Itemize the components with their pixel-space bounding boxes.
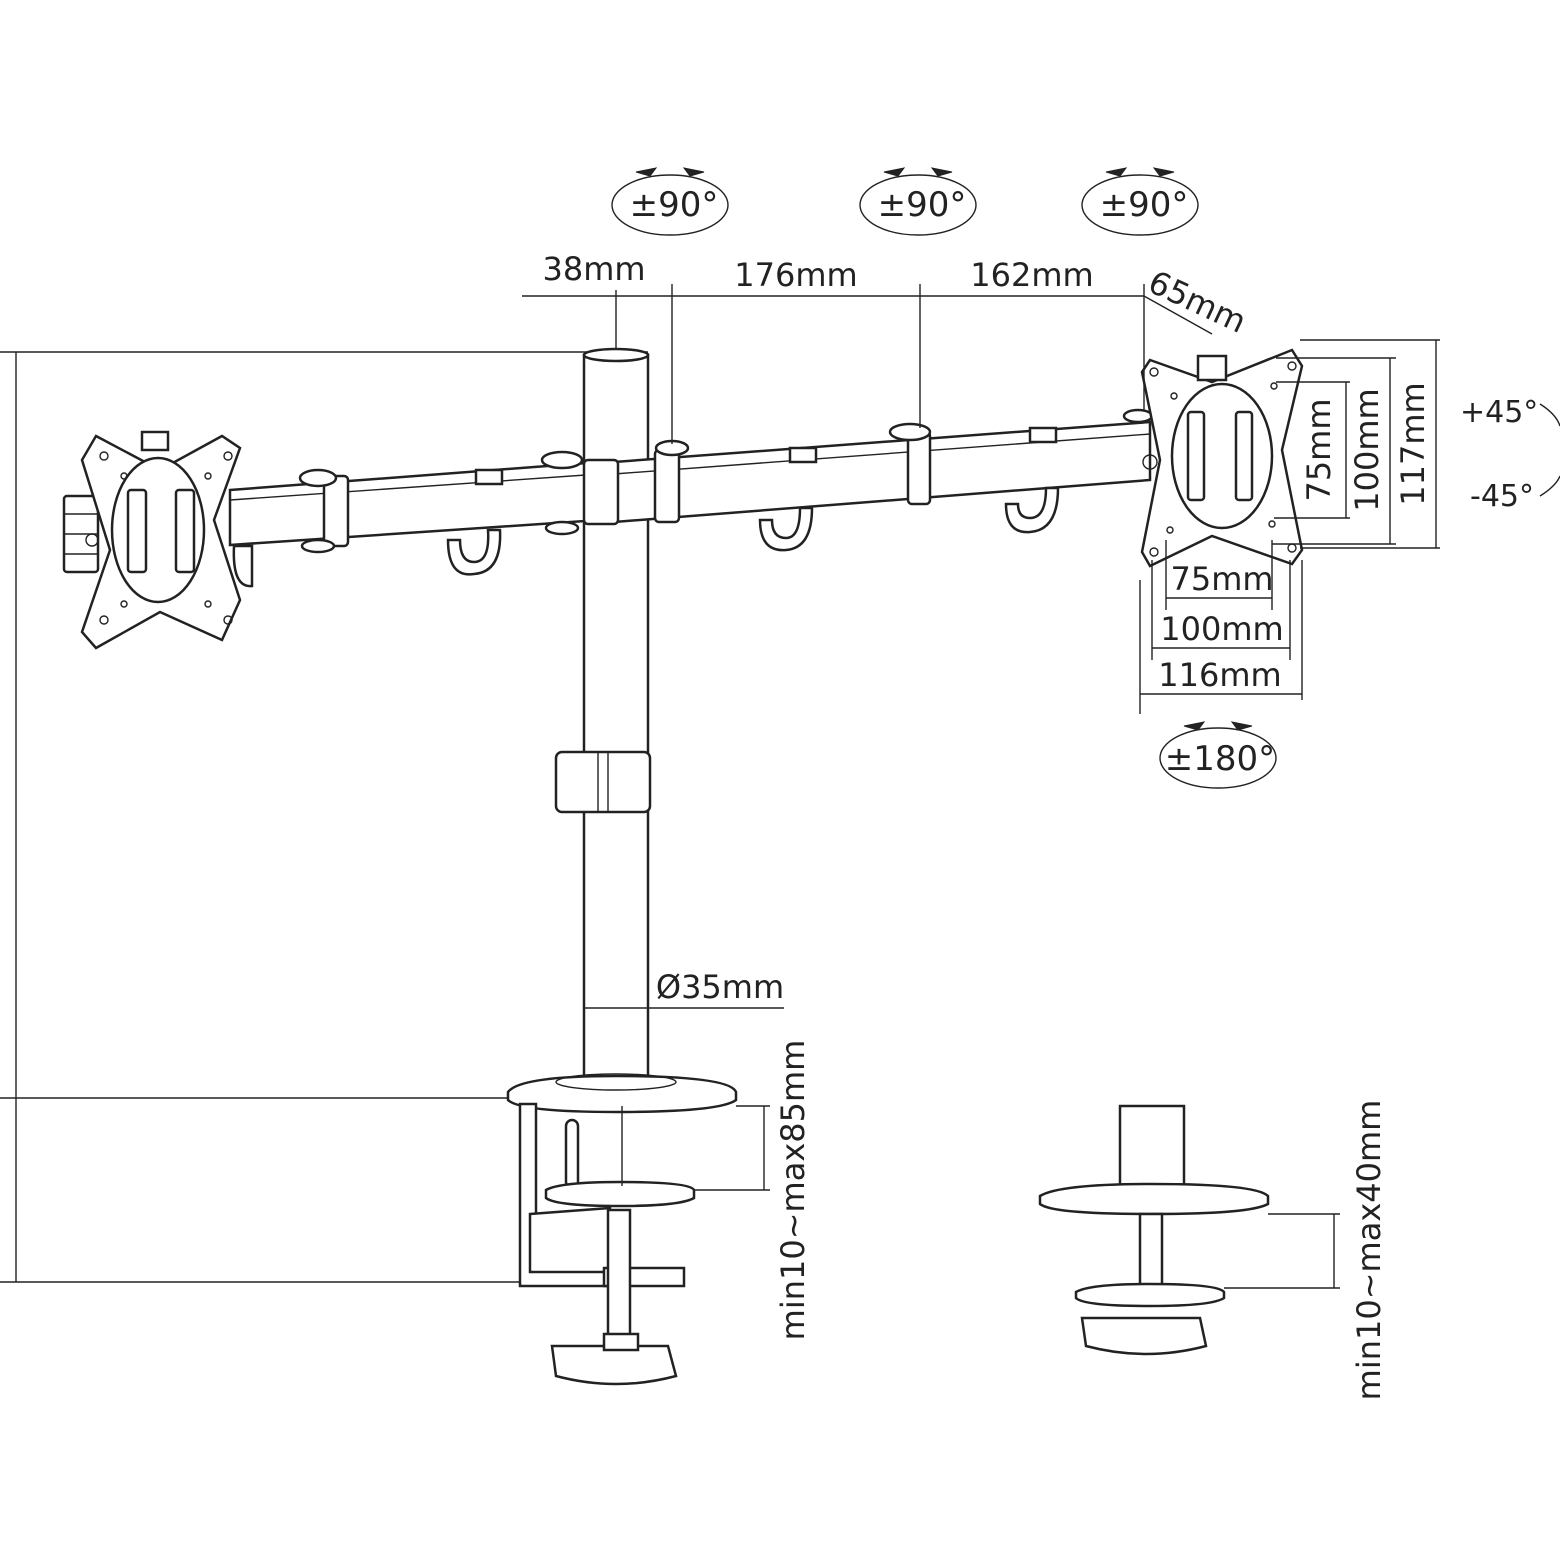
top-dimension-lines (522, 284, 1213, 444)
arm-assembly (228, 408, 1154, 588)
dim-arm1-length: 176mm (734, 256, 857, 294)
dim-head-depth: 65mm (1143, 263, 1252, 341)
dim-vesa-h-100: 100mm (1348, 388, 1386, 511)
dim-vesa-w-75: 75mm (1170, 560, 1273, 598)
dim-pole-diameter: Ø35mm (656, 968, 784, 1006)
plate-dimension-lines (1139, 339, 1440, 714)
dim-grommet-range: min10~max40mm (1350, 1100, 1388, 1401)
dim-vesa-h-75: 75mm (1300, 398, 1338, 501)
dim-plate-width: 116mm (1158, 656, 1281, 694)
dim-pole-offset: 38mm (542, 250, 645, 288)
rotation-indicators (611, 167, 1560, 789)
pole (554, 290, 652, 1087)
tilt-up-label: +45° (1460, 395, 1538, 430)
rotation-label-arm1: ±90° (630, 185, 719, 225)
desk-clamp (506, 1073, 770, 1386)
dim-vesa-w-100: 100mm (1160, 610, 1283, 648)
dim-arm2-length: 162mm (970, 256, 1093, 294)
left-vesa-plate (62, 430, 242, 650)
rotation-label-head: ±180° (1165, 739, 1275, 779)
grommet-base (1038, 1104, 1340, 1356)
dim-plate-height: 117mm (1394, 382, 1432, 505)
tilt-down-label: -45° (1470, 479, 1534, 514)
height-dimension-lines (0, 351, 648, 1283)
labels: ±90° ±90° ±90° ±180° 38mm 176mm 162mm 65… (542, 185, 1538, 1400)
rotation-label-arm3: ±90° (1100, 185, 1189, 225)
right-vesa-plate (1140, 348, 1304, 568)
dim-clamp-range: min10~max85mm (774, 1040, 812, 1341)
rotation-label-arm2: ±90° (878, 185, 967, 225)
